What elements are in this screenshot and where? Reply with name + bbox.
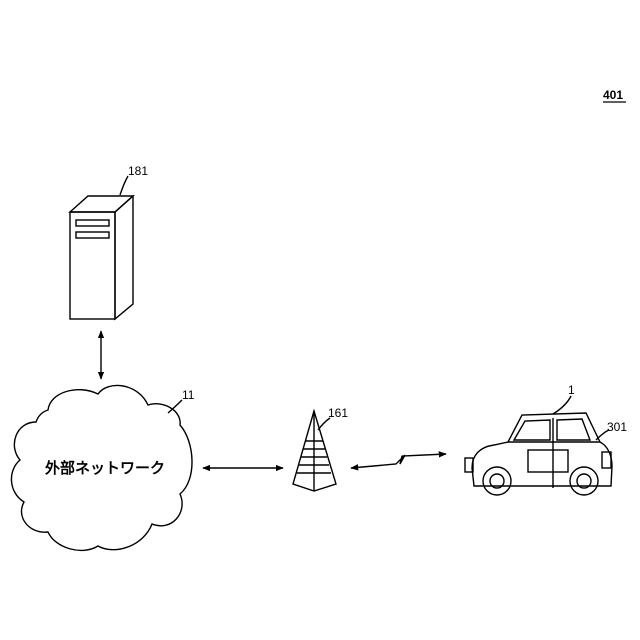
car-icon <box>465 413 612 495</box>
device-ref-label: 301 <box>607 420 627 434</box>
vehicle-leader-line <box>553 396 571 414</box>
in-vehicle-device <box>528 450 568 472</box>
network: 外部ネットワーク 11 <box>11 385 194 550</box>
server: 181 <box>70 164 148 319</box>
network-label: 外部ネットワーク <box>44 459 165 477</box>
server-ref-label: 181 <box>128 164 148 178</box>
figure-ref: 401 <box>603 88 626 102</box>
server-tower-icon <box>70 196 133 319</box>
rear-wheel <box>570 467 598 495</box>
vehicle: 1 301 <box>465 383 627 495</box>
network-ref-label: 11 <box>182 388 195 402</box>
figure-ref-label: 401 <box>603 88 623 102</box>
antenna-tower-icon <box>293 411 336 491</box>
base-station: 161 <box>293 406 348 491</box>
vehicle-ref-label: 1 <box>568 383 575 397</box>
wireless-link <box>351 454 446 468</box>
front-wheel <box>483 467 511 495</box>
basestation-ref-label: 161 <box>328 406 348 420</box>
server-leader-line <box>120 176 128 195</box>
